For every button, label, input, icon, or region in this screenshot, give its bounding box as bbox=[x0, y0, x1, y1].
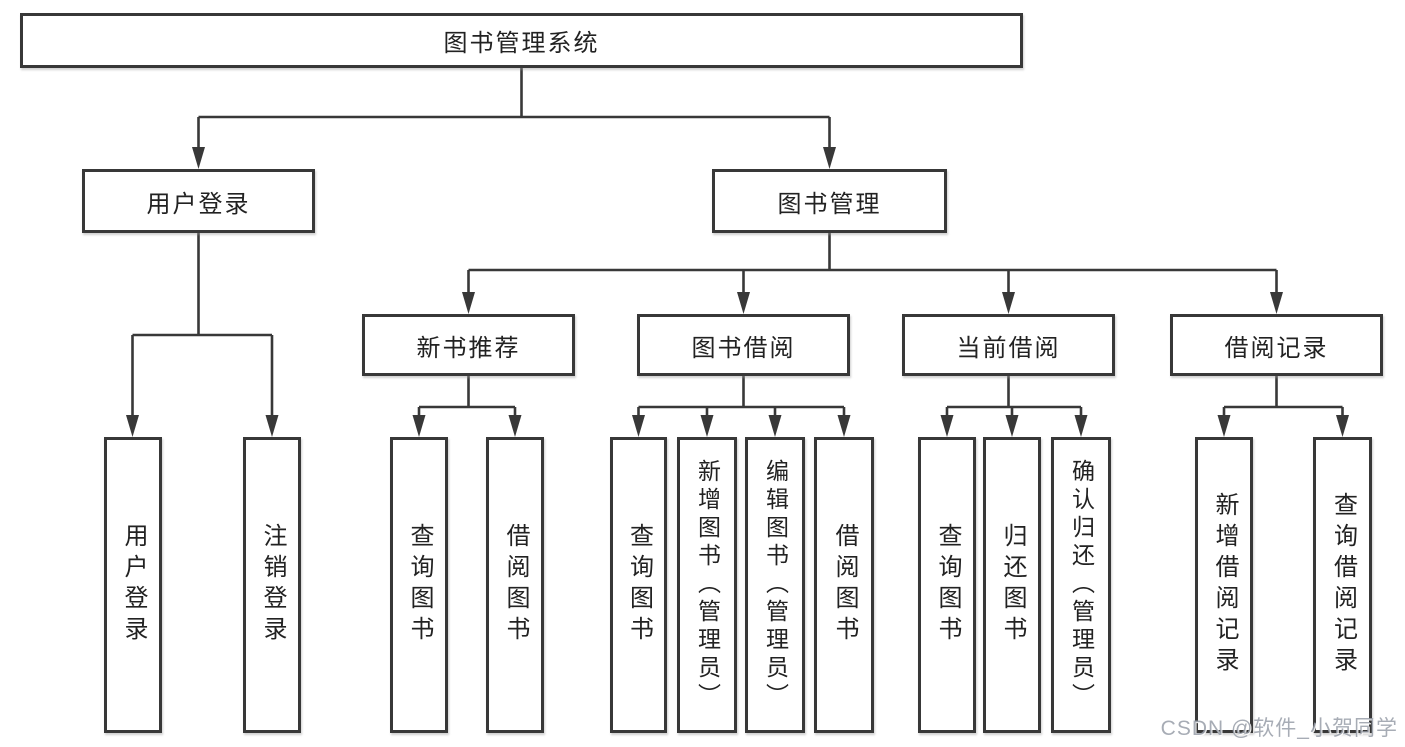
connector-user-login-branch bbox=[126, 233, 279, 437]
leaf-recommend-borrow-books: 借阅图书 bbox=[486, 437, 544, 733]
node-borrow-records: 借阅记录 bbox=[1170, 314, 1383, 376]
connector-root-to-level2 bbox=[192, 68, 836, 169]
leaf-current-query-books: 查询图书 bbox=[918, 437, 976, 733]
node-library-system: 图书管理系统 bbox=[20, 13, 1023, 68]
connector-book-borrow-branch bbox=[632, 376, 851, 437]
node-user-login: 用户登录 bbox=[82, 169, 315, 233]
leaf-user-login: 用户登录 bbox=[104, 437, 162, 733]
leaf-borrow-query-books: 查询图书 bbox=[610, 437, 667, 733]
leaf-edit-books-admin: 编辑图书（管理员） bbox=[745, 437, 805, 733]
node-current-borrow: 当前借阅 bbox=[902, 314, 1115, 376]
leaf-add-borrow-record: 新增借阅记录 bbox=[1195, 437, 1253, 733]
leaf-recommend-query-books: 查询图书 bbox=[390, 437, 448, 733]
leaf-logout: 注销登录 bbox=[243, 437, 301, 733]
node-book-management: 图书管理 bbox=[712, 169, 947, 233]
connector-new-book-branch bbox=[412, 376, 522, 437]
connector-book-management-branch bbox=[462, 233, 1283, 314]
connector-borrow-records-branch bbox=[1217, 376, 1349, 437]
leaf-add-books-admin: 新增图书（管理员） bbox=[677, 437, 737, 733]
leaf-confirm-return-admin: 确认归还（管理员） bbox=[1051, 437, 1111, 733]
leaf-query-borrow-record: 查询借阅记录 bbox=[1313, 437, 1372, 733]
node-book-borrow: 图书借阅 bbox=[637, 314, 850, 376]
leaf-return-books: 归还图书 bbox=[983, 437, 1041, 733]
node-new-book-recommend: 新书推荐 bbox=[362, 314, 575, 376]
leaf-borrow-books: 借阅图书 bbox=[814, 437, 874, 733]
watermark: CSDN @软件_小贺同学 bbox=[1160, 717, 1398, 740]
connector-current-borrow-branch bbox=[940, 376, 1088, 437]
